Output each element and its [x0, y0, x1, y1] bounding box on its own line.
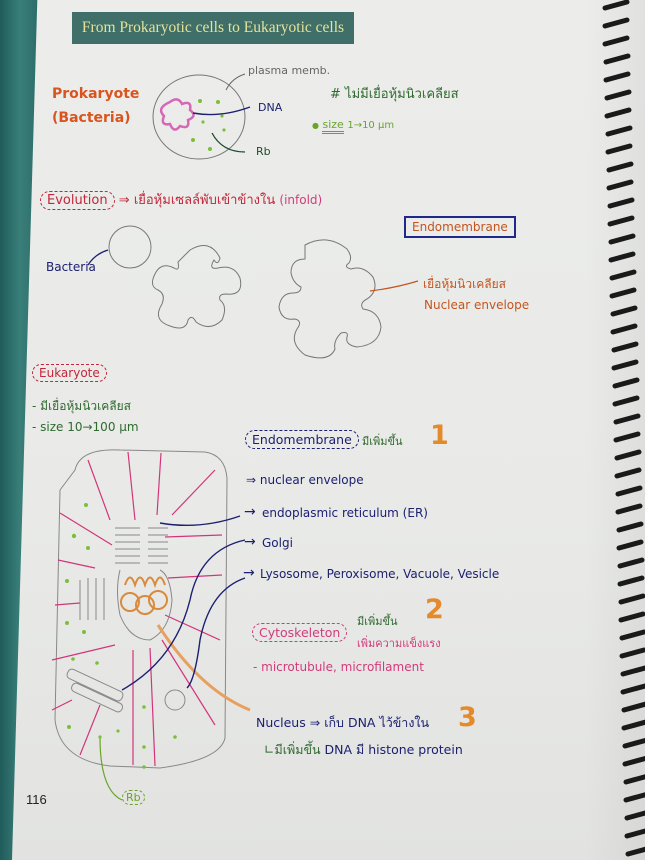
no-nucleus-note: # ไม่มีเยื่อหุ้มนิวเคลียส	[330, 87, 459, 102]
section-number-2: 2	[425, 594, 444, 625]
page-number: 116	[26, 792, 47, 807]
arrow-icon: →	[244, 534, 256, 550]
cytoskeleton-item-1: - microtubule, microfilament	[253, 660, 424, 674]
evolution-diagram	[87, 225, 419, 359]
cytoskeleton-note: มีเพิ่มขึ้น	[357, 615, 398, 628]
size-value: 1→10 μm	[347, 120, 395, 131]
section-number-3: 3	[458, 702, 477, 733]
cytoskeleton-heading: Cytoskeleton	[252, 623, 348, 642]
plasma-membrane-label: plasma memb.	[248, 64, 331, 77]
dna-label: DNA	[258, 101, 283, 114]
evolution-desc: เยื่อหุ้มเซลล์พับเข้าข้างใน	[133, 193, 276, 208]
section-number-1: 1	[430, 420, 449, 451]
nucleus-subnote: ∟มีเพิ่มขึ้น DNA มี histone protein	[264, 742, 463, 757]
endomembrane-heading: Endomembrane	[245, 430, 359, 449]
nucleus-row: Nucleus ⇒ เก็บ DNA ไว้ข้างใน	[256, 713, 429, 733]
size-label: size	[322, 118, 344, 134]
bacteria-label: Bacteria	[46, 260, 96, 274]
ribosome-cloud-label: Rb	[122, 790, 145, 805]
prokaryote-cell-diagram	[152, 73, 251, 160]
eukaryote-cell-diagram	[51, 449, 251, 801]
evolution-row: Evolution ⇒ เยื่อหุ้มเซลล์พับเข้าข้างใน …	[40, 189, 322, 210]
eukaryote-label: Eukaryote	[32, 364, 107, 382]
evolution-label: Evolution	[40, 191, 115, 210]
arrow-icon: →	[243, 565, 255, 581]
ribosome-label: Rb	[256, 145, 271, 158]
nuclear-envelope-thai: เยื่อหุ้มนิวเคลียส	[423, 277, 506, 291]
size-note: ● size 1→10 μm	[312, 118, 395, 134]
evolution-desc-en: (infold)	[279, 193, 323, 207]
arrow-icon: ⇒	[118, 193, 130, 208]
prokaryote-heading: Prokaryote	[52, 86, 140, 102]
eukaryote-point-1: - มีเยื่อหุ้มนิวเคลียส	[32, 399, 131, 413]
endomembrane-item-1: ⇒ nuclear envelope	[246, 473, 364, 487]
endomembrane-item-3: Golgi	[262, 536, 293, 550]
notebook-page	[12, 0, 645, 860]
eukaryote-point-2: - size 10→100 μm	[32, 420, 139, 434]
nucleus-heading: Nucleus	[256, 715, 306, 730]
arrow-icon: ⇒	[309, 715, 321, 730]
nuclear-envelope-label: Nuclear envelope	[424, 298, 530, 312]
page-title: From Prokaryotic cells to Eukaryotic cel…	[72, 12, 354, 44]
endomembrane-note: มีเพิ่มขึ้น	[362, 435, 403, 448]
nucleus-desc: เก็บ DNA ไว้ข้างใน	[324, 715, 430, 730]
prokaryote-subheading: (Bacteria)	[52, 110, 131, 126]
cytoskeleton-subnote: เพิ่มความแข็งแรง	[357, 637, 441, 650]
endomembrane-box: Endomembrane	[404, 216, 516, 238]
endomembrane-item-2: endoplasmic reticulum (ER)	[262, 506, 428, 520]
arrow-icon: →	[244, 504, 256, 520]
endomembrane-item-4: Lysosome, Peroxisome, Vacuole, Vesicle	[260, 567, 500, 581]
spiral-binding	[602, 0, 645, 857]
